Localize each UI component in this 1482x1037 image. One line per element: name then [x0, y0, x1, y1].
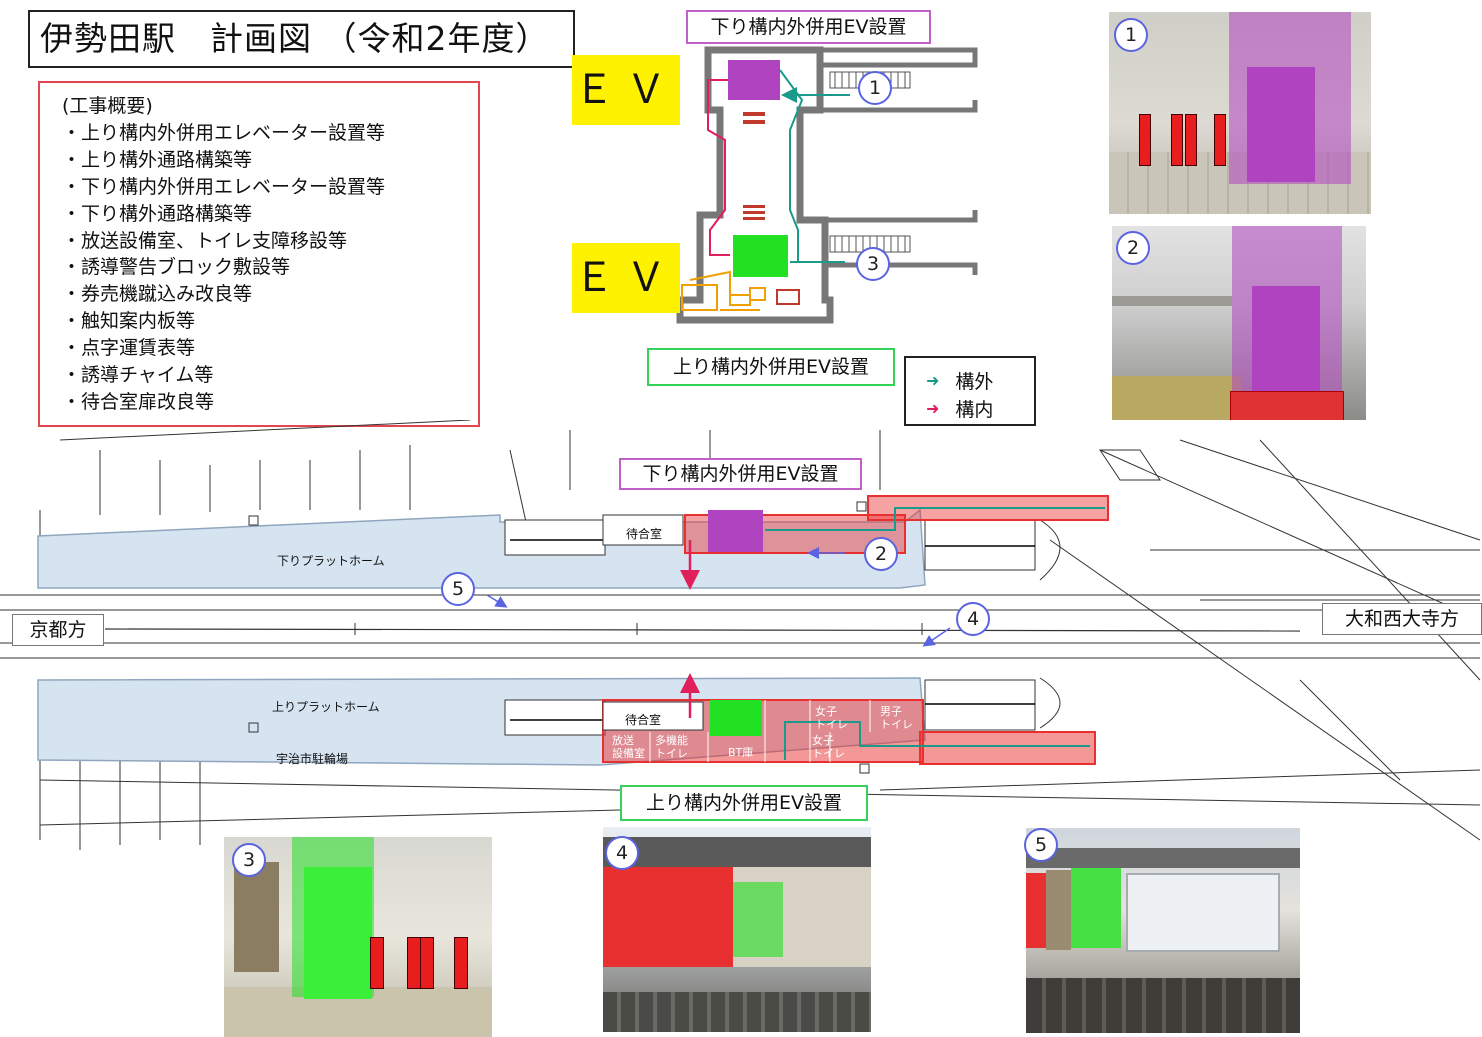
ev-up-concourse — [733, 235, 788, 277]
summary-heading: (工事概要) — [62, 95, 153, 117]
photo-1-number: 1 — [1114, 18, 1148, 52]
photo-5-number: 5 — [1024, 828, 1058, 862]
summary-item: ・放送設備室、トイレ支障移設等 — [62, 229, 348, 252]
ev-down-concourse — [728, 60, 780, 100]
page-title: 伊勢田駅 計画図 （令和2年度） — [28, 10, 575, 68]
label-down-ev-plan: 下り構内外併用EV設置 — [619, 458, 862, 490]
waiting-room-up: 待合室 — [625, 713, 662, 727]
bicycle-parking-label: 宇治市駐輪場 — [276, 752, 349, 766]
summary-item: ・下り構外通路構築等 — [62, 202, 253, 225]
summary-item: ・下り構内外併用エレベーター設置等 — [62, 175, 386, 198]
label-up-ev-plan: 上り構内外併用EV設置 — [620, 785, 868, 821]
teal-arrow-icon: ➜ — [926, 371, 940, 390]
summary-item: ・上り構内外併用エレベーター設置等 — [62, 121, 386, 144]
photo-2 — [1112, 226, 1366, 420]
photo-4-number: 4 — [605, 836, 639, 870]
room-women-b: 女子 トイレ — [812, 734, 845, 760]
room-broadcast: 放送 設備室 — [612, 734, 645, 760]
waiting-room-down: 待合室 — [626, 527, 663, 541]
summary-item: ・誘導チャイム等 — [62, 364, 214, 387]
photo-5 — [1026, 828, 1300, 1033]
marker-3: 3 — [856, 247, 890, 281]
construction-summary: (工事概要) ・上り構内外併用エレベーター設置等 ・上り構外通路構築等 ・下り構… — [38, 81, 480, 427]
route-legend: ➜ 構外 ➜ 構内 — [904, 356, 1036, 426]
ev-tag-upper: ＥＶ — [572, 55, 680, 125]
summary-item: ・点字運賃表等 — [62, 337, 196, 360]
photo-3-number: 3 — [232, 843, 266, 877]
up-platform-label: 上りプラットホーム — [272, 700, 380, 714]
ev-tag-lower: ＥＶ — [572, 243, 680, 313]
legend-outside: ➜ 構外 — [926, 371, 994, 393]
down-platform-label: 下りプラットホーム — [277, 554, 385, 568]
room-women: 女子 トイレ — [815, 705, 848, 731]
room-multi-toilet: 多機能 トイレ — [655, 734, 688, 760]
summary-item: ・誘導警告ブロック敷設等 — [62, 256, 291, 279]
label-up-ev-top: 上り構内外併用EV設置 — [647, 348, 895, 386]
marker-4: 4 — [956, 602, 990, 636]
marker-5: 5 — [441, 572, 475, 606]
legend-inside: ➜ 構内 — [926, 399, 994, 421]
direction-kyoto: 京都方 — [12, 614, 104, 646]
summary-item: ・券売機蹴込み改良等 — [62, 283, 253, 306]
summary-item: ・上り構外通路構築等 — [62, 148, 253, 171]
room-men: 男子 トイレ — [880, 705, 913, 731]
room-bt: BT庫 — [728, 746, 754, 759]
photo-3 — [224, 837, 492, 1037]
station-plan — [0, 420, 1481, 850]
marker-1: 1 — [858, 71, 892, 105]
photo-2-number: 2 — [1116, 231, 1150, 265]
summary-item: ・待合室扉改良等 — [62, 390, 215, 413]
label-down-ev-top: 下り構内外併用EV設置 — [686, 10, 931, 44]
summary-item: ・触知案内板等 — [62, 310, 196, 333]
direction-yamato-saidaiji: 大和西大寺方 — [1322, 603, 1482, 635]
pink-arrow-icon: ➜ — [926, 399, 940, 418]
photo-1 — [1109, 12, 1371, 214]
marker-2: 2 — [864, 537, 898, 571]
photo-4 — [603, 827, 871, 1032]
